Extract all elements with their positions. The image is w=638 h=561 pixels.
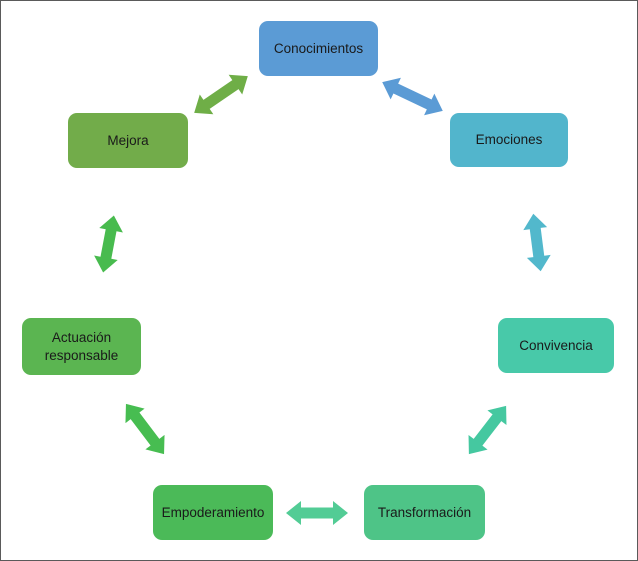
node-conocimientos[interactable]: Conocimientos — [259, 21, 378, 76]
node-convivencia[interactable]: Convivencia — [498, 318, 614, 373]
node-label: Emociones — [475, 132, 543, 148]
arrow-empoderamiento-actuacion[interactable] — [116, 397, 173, 462]
node-transformacion[interactable]: Transformación — [364, 485, 485, 540]
arrow-conocimientos-emociones[interactable] — [377, 71, 448, 121]
node-label: Convivencia — [519, 337, 593, 353]
node-label: Transformación — [377, 504, 472, 520]
node-label: Conocimientos — [273, 40, 364, 56]
node-label: Actuación responsable — [44, 329, 119, 363]
node-mejora[interactable]: Mejora — [68, 113, 188, 168]
arrow-actuacion-mejora[interactable] — [91, 213, 125, 274]
arrow-transformacion-empoderamiento[interactable] — [286, 501, 348, 525]
node-label: Mejora — [107, 132, 149, 148]
arrow-emociones-convivencia[interactable] — [521, 212, 552, 273]
node-label: Empoderamiento — [161, 504, 265, 520]
node-emociones[interactable]: Emociones — [450, 113, 568, 167]
arrow-convivencia-transformacion[interactable] — [459, 399, 515, 462]
node-actuacion-responsable[interactable]: Actuación responsable — [22, 318, 141, 375]
node-empoderamiento[interactable]: Empoderamiento — [153, 485, 273, 540]
arrow-mejora-conocimientos[interactable] — [187, 66, 254, 123]
